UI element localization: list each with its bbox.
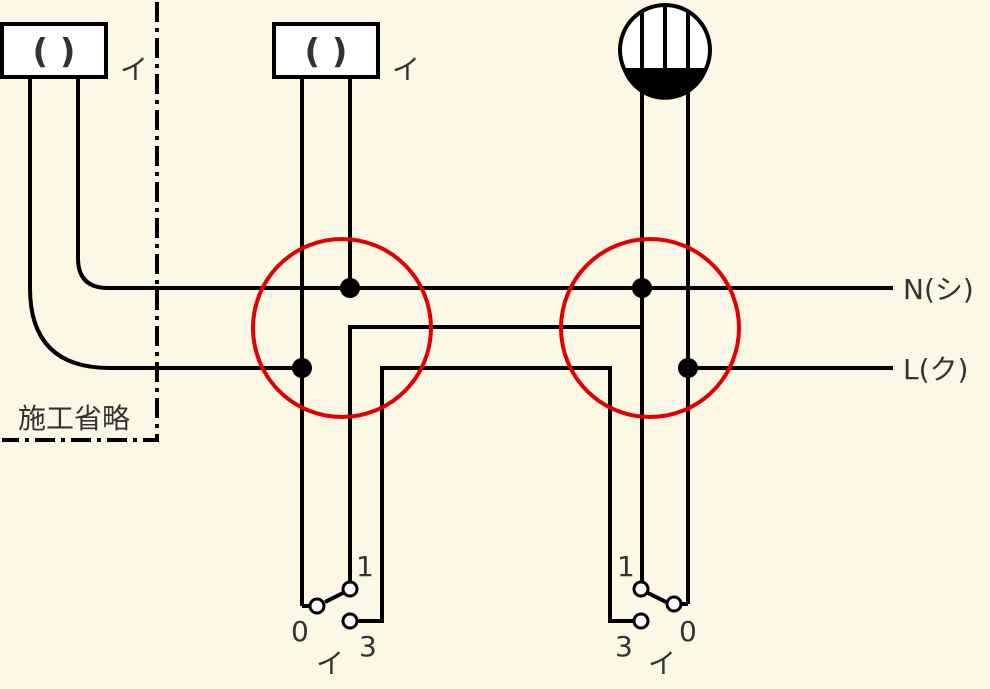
terminal-0-right: 0 [679,615,697,648]
junction-box-left [251,237,433,419]
lamp-code-middle: イ [392,53,420,86]
junction-dot [678,358,698,378]
lamp-label-middle: ( ) [305,32,348,72]
lamp-box-middle [272,22,380,79]
three-way-switch-right [632,580,688,630]
switch-code-left: イ [316,647,344,680]
lamp-code-left: イ [120,53,148,86]
switch-code-right: イ [648,647,676,680]
neutral-label: N(シ) [903,273,974,306]
junction-dot [340,278,360,298]
three-way-switch-left [302,580,359,630]
wires [28,77,893,623]
terminal-1-left: 1 [356,550,374,583]
lamp-box-left [0,22,108,79]
junction-dot [292,358,312,378]
outlet-icon [618,3,712,100]
live-label: L(ク) [903,353,968,386]
connection-points [292,278,698,378]
terminal-3-right: 3 [615,630,633,663]
junction-box-right [559,237,741,419]
terminal-3-left: 3 [359,630,377,663]
terminal-0-left: 0 [291,615,309,648]
junction-dot [632,278,652,298]
omitted-area-boundary [2,2,159,442]
lamp-label-left: ( ) [33,32,76,72]
terminal-1-right: 1 [617,550,635,583]
omitted-label: 施工省略 [18,402,130,435]
